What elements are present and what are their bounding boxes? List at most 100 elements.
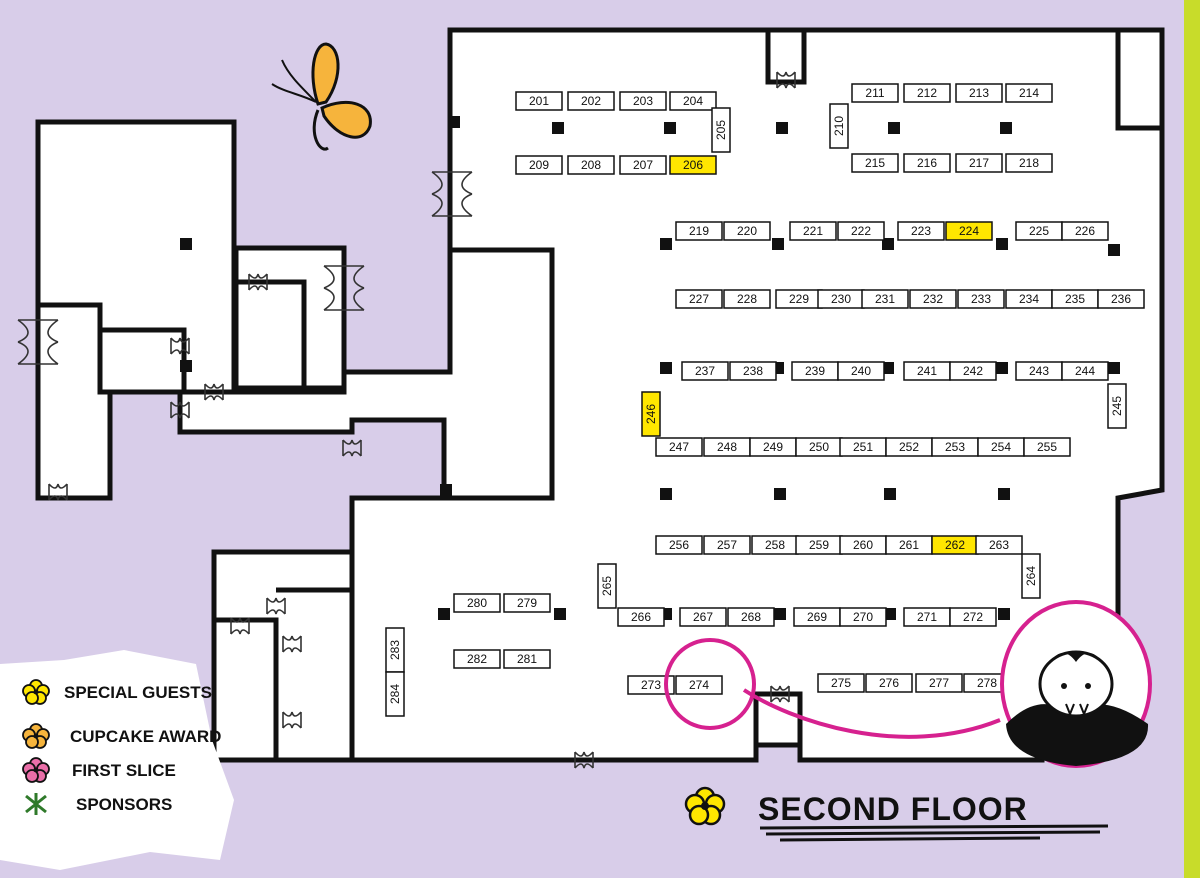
booth-283[interactable]: 283 bbox=[385, 627, 405, 673]
booth-box[interactable] bbox=[955, 153, 1003, 173]
booth-276[interactable]: 276 bbox=[865, 673, 913, 693]
booth-228[interactable]: 228 bbox=[723, 289, 771, 309]
booth-box[interactable] bbox=[703, 535, 751, 555]
booth-244[interactable]: 244 bbox=[1061, 361, 1109, 381]
booth-box[interactable] bbox=[723, 289, 771, 309]
booth-box[interactable] bbox=[1061, 221, 1109, 241]
booth-243[interactable]: 243 bbox=[1015, 361, 1063, 381]
booth-226[interactable]: 226 bbox=[1061, 221, 1109, 241]
booth-216[interactable]: 216 bbox=[903, 153, 951, 173]
booth-245[interactable]: 245 bbox=[1107, 383, 1127, 429]
booth-233[interactable]: 233 bbox=[957, 289, 1005, 309]
booth-box[interactable] bbox=[597, 563, 617, 609]
booth-270[interactable]: 270 bbox=[839, 607, 887, 627]
booth-box[interactable] bbox=[837, 361, 885, 381]
booth-232[interactable]: 232 bbox=[909, 289, 957, 309]
booth-203[interactable]: 203 bbox=[619, 91, 667, 111]
booth-box[interactable] bbox=[503, 593, 551, 613]
booth-206[interactable]: 206 bbox=[669, 155, 717, 175]
booth-box[interactable] bbox=[1005, 153, 1053, 173]
booth-262[interactable]: 262 bbox=[931, 535, 979, 555]
booth-box[interactable] bbox=[837, 221, 885, 241]
booth-box[interactable] bbox=[619, 91, 667, 111]
booth-239[interactable]: 239 bbox=[791, 361, 839, 381]
booth-box[interactable] bbox=[817, 673, 865, 693]
booth-237[interactable]: 237 bbox=[681, 361, 729, 381]
booth-box[interactable] bbox=[975, 535, 1023, 555]
booth-260[interactable]: 260 bbox=[839, 535, 887, 555]
booth-241[interactable]: 241 bbox=[903, 361, 951, 381]
booth-284[interactable]: 284 bbox=[385, 671, 405, 717]
booth-box[interactable] bbox=[789, 221, 837, 241]
booth-263[interactable]: 263 bbox=[975, 535, 1023, 555]
booth-254[interactable]: 254 bbox=[977, 437, 1025, 457]
booth-281[interactable]: 281 bbox=[503, 649, 551, 669]
booth-214[interactable]: 214 bbox=[1005, 83, 1053, 103]
booth-252[interactable]: 252 bbox=[885, 437, 933, 457]
booth-box[interactable] bbox=[681, 361, 729, 381]
booth-box[interactable] bbox=[949, 361, 997, 381]
booth-box[interactable] bbox=[909, 289, 957, 309]
booth-box[interactable] bbox=[669, 155, 717, 175]
booth-253[interactable]: 253 bbox=[931, 437, 979, 457]
booth-274[interactable]: 274 bbox=[675, 675, 723, 695]
booth-280[interactable]: 280 bbox=[453, 593, 501, 613]
booth-box[interactable] bbox=[627, 675, 675, 695]
booth-264[interactable]: 264 bbox=[1021, 553, 1041, 599]
booth-box[interactable] bbox=[617, 607, 665, 627]
booth-box[interactable] bbox=[1107, 383, 1127, 429]
booth-box[interactable] bbox=[711, 107, 731, 153]
booth-box[interactable] bbox=[567, 91, 615, 111]
booth-217[interactable]: 217 bbox=[955, 153, 1003, 173]
booth-box[interactable] bbox=[903, 83, 951, 103]
booth-218[interactable]: 218 bbox=[1005, 153, 1053, 173]
booth-box[interactable] bbox=[729, 361, 777, 381]
booth-204[interactable]: 204 bbox=[669, 91, 717, 111]
booth-211[interactable]: 211 bbox=[851, 83, 899, 103]
booth-258[interactable]: 258 bbox=[751, 535, 799, 555]
booth-box[interactable] bbox=[675, 675, 723, 695]
booth-257[interactable]: 257 bbox=[703, 535, 751, 555]
booth-279[interactable]: 279 bbox=[503, 593, 551, 613]
booth-256[interactable]: 256 bbox=[655, 535, 703, 555]
booth-240[interactable]: 240 bbox=[837, 361, 885, 381]
booth-269[interactable]: 269 bbox=[793, 607, 841, 627]
booth-box[interactable] bbox=[515, 155, 563, 175]
booth-266[interactable]: 266 bbox=[617, 607, 665, 627]
booth-box[interactable] bbox=[675, 221, 723, 241]
booth-238[interactable]: 238 bbox=[729, 361, 777, 381]
booth-box[interactable] bbox=[453, 649, 501, 669]
booth-242[interactable]: 242 bbox=[949, 361, 997, 381]
booth-255[interactable]: 255 bbox=[1023, 437, 1071, 457]
booth-box[interactable] bbox=[839, 607, 887, 627]
booth-224[interactable]: 224 bbox=[945, 221, 993, 241]
booth-box[interactable] bbox=[1021, 553, 1041, 599]
booth-202[interactable]: 202 bbox=[567, 91, 615, 111]
booth-box[interactable] bbox=[675, 289, 723, 309]
booth-236[interactable]: 236 bbox=[1097, 289, 1145, 309]
booth-225[interactable]: 225 bbox=[1015, 221, 1063, 241]
booth-208[interactable]: 208 bbox=[567, 155, 615, 175]
booth-box[interactable] bbox=[955, 83, 1003, 103]
booth-box[interactable] bbox=[865, 673, 913, 693]
booth-box[interactable] bbox=[641, 391, 661, 437]
booth-267[interactable]: 267 bbox=[679, 607, 727, 627]
booth-box[interactable] bbox=[1061, 361, 1109, 381]
booth-box[interactable] bbox=[1097, 289, 1145, 309]
booth-223[interactable]: 223 bbox=[897, 221, 945, 241]
booth-box[interactable] bbox=[669, 91, 717, 111]
booth-272[interactable]: 272 bbox=[949, 607, 997, 627]
booth-207[interactable]: 207 bbox=[619, 155, 667, 175]
booth-box[interactable] bbox=[655, 437, 703, 457]
booth-213[interactable]: 213 bbox=[955, 83, 1003, 103]
booth-251[interactable]: 251 bbox=[839, 437, 887, 457]
booth-212[interactable]: 212 bbox=[903, 83, 951, 103]
booth-box[interactable] bbox=[903, 153, 951, 173]
booth-231[interactable]: 231 bbox=[861, 289, 909, 309]
booth-box[interactable] bbox=[1023, 437, 1071, 457]
booth-box[interactable] bbox=[453, 593, 501, 613]
booth-221[interactable]: 221 bbox=[789, 221, 837, 241]
booth-234[interactable]: 234 bbox=[1005, 289, 1053, 309]
booth-275[interactable]: 275 bbox=[817, 673, 865, 693]
booth-box[interactable] bbox=[567, 155, 615, 175]
